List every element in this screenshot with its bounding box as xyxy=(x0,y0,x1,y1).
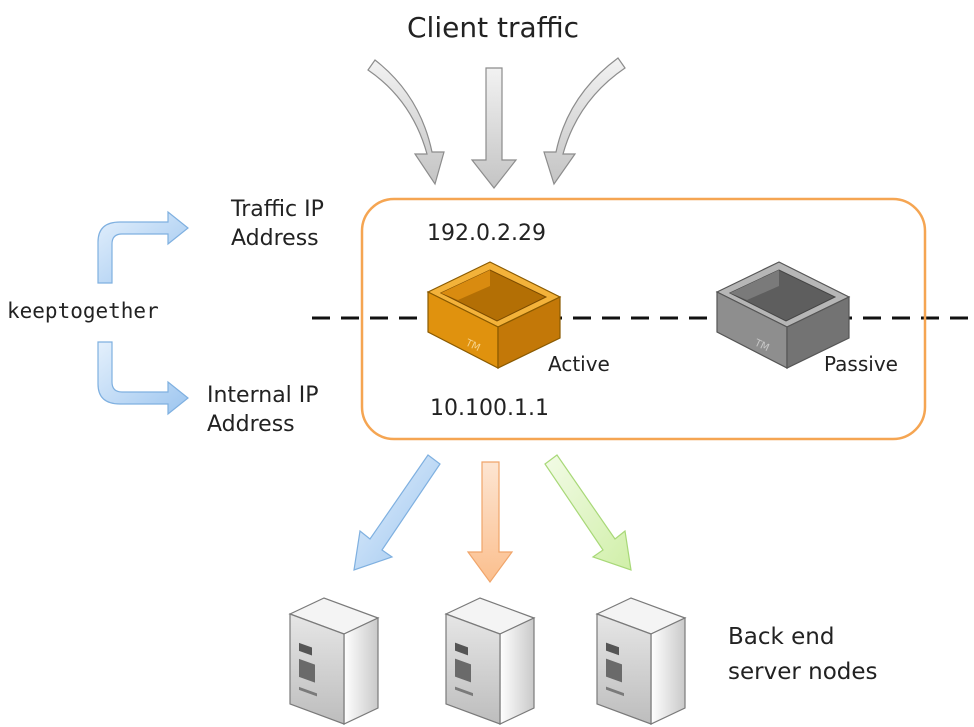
server-node-3 xyxy=(595,597,687,725)
traffic-ip-label: Traffic IP Address xyxy=(231,197,324,251)
keeptogether-arrow-down xyxy=(97,341,189,416)
client-arrow-center xyxy=(470,67,518,189)
keeptogether-arrow-up xyxy=(97,210,189,284)
cluster-boundary xyxy=(360,197,927,441)
client-arrow-left xyxy=(367,59,445,186)
traffic-ip-value: 192.0.2.29 xyxy=(427,221,546,246)
internal-ip-label: Internal IP Address xyxy=(207,383,319,437)
keeptogether-label: keeptogether xyxy=(7,299,159,323)
server-node-2 xyxy=(444,597,536,725)
backend-arrow-center xyxy=(466,461,514,584)
backend-arrow-left xyxy=(353,454,441,571)
internal-ip-value: 10.100.1.1 xyxy=(430,396,549,421)
passive-appliance xyxy=(715,261,851,369)
server-node-1 xyxy=(288,597,380,725)
active-label: Active xyxy=(548,352,610,376)
client-arrow-right xyxy=(543,57,626,186)
diagram-title: Client traffic xyxy=(407,11,580,44)
backend-label: Back end server nodes xyxy=(728,624,878,685)
active-appliance xyxy=(426,261,562,369)
passive-label: Passive xyxy=(824,352,898,376)
backend-arrow-right xyxy=(544,454,632,571)
